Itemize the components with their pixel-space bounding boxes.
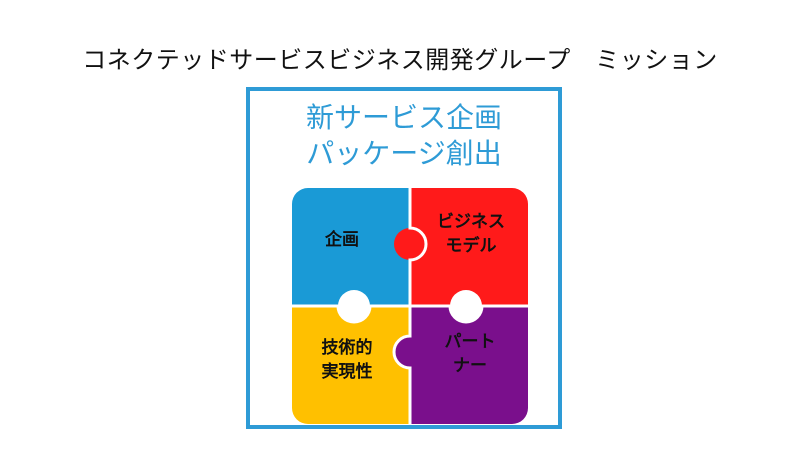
mission-heading-line1: 新サービス企画 [305, 101, 502, 134]
mission-heading-line2: パッケージ創出 [306, 137, 502, 170]
puzzle-graphic [292, 188, 528, 424]
piece-label-partner: パート ナー [444, 332, 496, 376]
puzzle-piece-partner [394, 306, 528, 424]
puzzle-piece-business-model [394, 188, 528, 306]
slide-title: コネクテッドサービスビジネス開発グループ ミッション [82, 46, 718, 74]
piece-label-technical-feasibility: 技術的 実現性 [321, 338, 373, 382]
piece-label-business-model: ビジネス モデル [437, 212, 505, 256]
puzzle-diagram: 企画 ビジネス モデル 技術的 実現性 パート ナー [292, 188, 528, 424]
piece-label-planning: 企画 [325, 230, 359, 250]
puzzle-seams [292, 188, 528, 424]
puzzle-piece-technical-feasibility [292, 306, 410, 424]
puzzle-piece-planning [292, 188, 426, 306]
mission-frame: 新サービス企画 パッケージ創出 企画 ビ [246, 87, 562, 429]
